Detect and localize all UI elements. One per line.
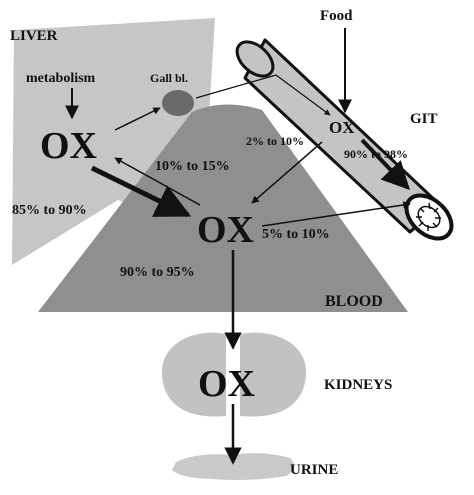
git-label: GIT — [410, 111, 438, 127]
flow-blood-to-liver-label: 10% to 15% — [155, 159, 230, 174]
arrow-gallbladder-to-git — [195, 74, 277, 99]
ox-blood-label: OX — [197, 209, 254, 251]
arrow-blood-to-liver — [114, 157, 201, 206]
food-label: Food — [320, 8, 353, 24]
arrow-blood-to-git — [261, 201, 411, 227]
metabolism-label: metabolism — [26, 71, 96, 86]
kidneys-shape — [162, 332, 306, 417]
flow-liver-to-blood-label: 85% to 90% — [12, 203, 87, 218]
ox-kidneys-label: OX — [198, 363, 255, 405]
arrow-git-to-blood — [251, 141, 323, 204]
arrow-gallbladder-to-git-b — [275, 74, 331, 116]
intestine-cross-section-icon — [416, 202, 441, 231]
gallbladder-label: Gall bl. — [150, 71, 188, 85]
ox-liver-label: OX — [40, 125, 97, 167]
arrow-liver-to-gallbladder — [114, 107, 161, 131]
urine-puddle — [172, 453, 295, 480]
urine-label: URINE — [290, 462, 338, 478]
flow-blood-to-git-label: 5% to 10% — [262, 227, 330, 242]
kidneys-label: KIDNEYS — [324, 377, 392, 393]
flow-git-retained-label: 90% to 98% — [344, 147, 408, 161]
liver-label: LIVER — [10, 28, 58, 44]
flow-git-to-blood-label: 2% to 10% — [246, 134, 304, 148]
arrow-liver-to-blood — [90, 165, 192, 218]
blood-region — [38, 104, 408, 312]
gallbladder-shape — [162, 90, 194, 116]
flow-blood-to-kidneys-label: 90% to 95% — [120, 265, 195, 280]
ox-git-label: OX — [329, 118, 355, 137]
arrow-git-retained — [360, 138, 410, 191]
blood-label: BLOOD — [325, 293, 383, 310]
